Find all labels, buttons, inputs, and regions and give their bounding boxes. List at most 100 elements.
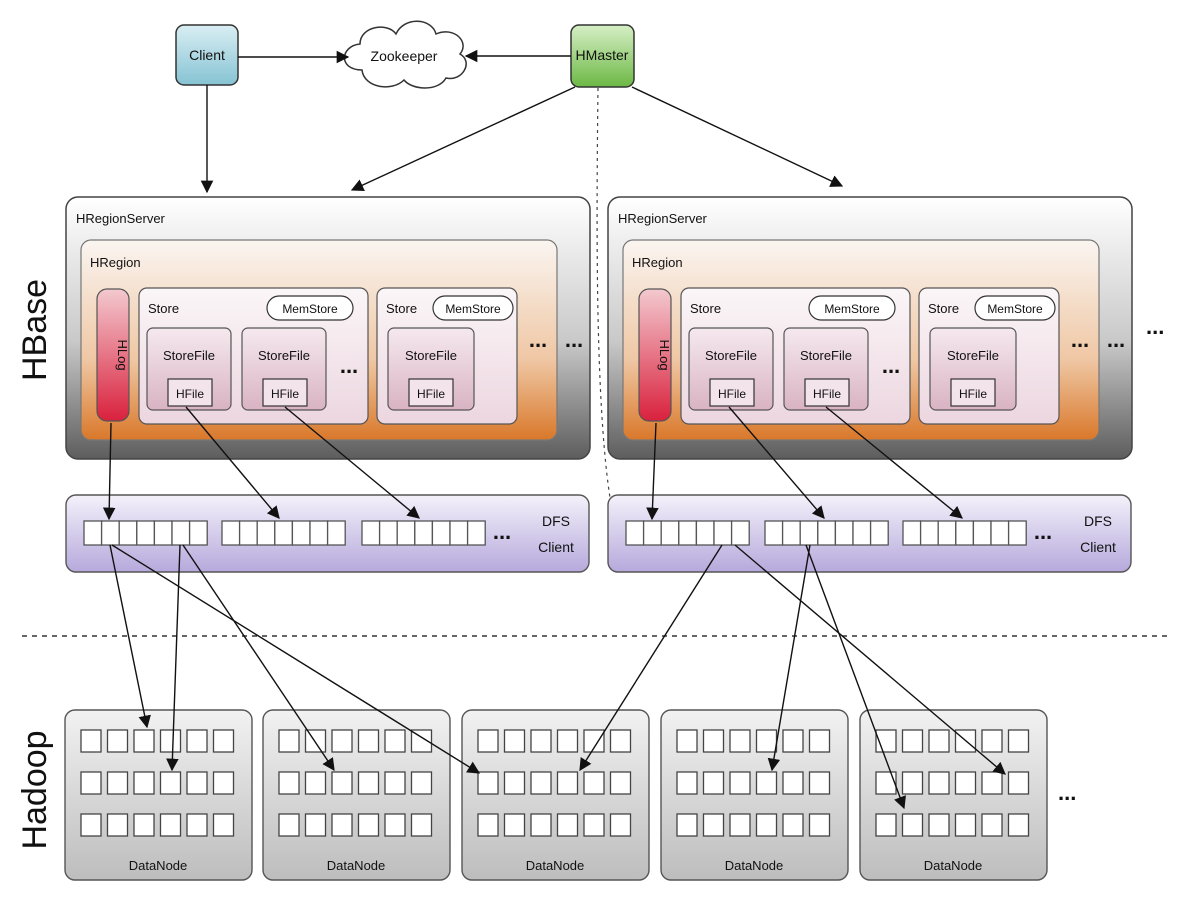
datanode-block [357,729,380,753]
datanode-3: DataNode [461,709,650,881]
datanode-block [212,813,235,837]
datanode-block [410,771,433,795]
block-group [902,520,1027,546]
datanode-block [133,771,155,795]
storefile-label: StoreFile [258,348,310,363]
arrow-dfs-datanode [579,544,723,772]
datanode-block [609,729,632,753]
datanode-block [556,729,579,753]
datanode-block [133,813,155,837]
hregionserver-label: HRegionServer [618,211,708,226]
datanode-block [676,771,698,795]
datanode-block [755,729,778,753]
datanode-block [384,813,406,837]
datanode-block [609,771,632,795]
datanode-block [503,771,526,795]
datanode-block [331,813,353,837]
datanode-block [477,813,499,837]
block [378,520,398,546]
storefile-label: StoreFile [163,348,215,363]
store-label: Store [148,301,179,316]
arrow-dfs-datanode [166,544,181,772]
arrow-dfs-datanode [182,544,335,772]
datanode-block [384,729,406,753]
datanode-block [729,729,751,753]
block [660,520,680,546]
datanode-block [729,771,751,795]
datanode-block [304,771,327,795]
block [764,520,784,546]
datanode-block [530,729,552,753]
hfile-label: HFile [271,387,299,401]
arrow-dfs-datanode [767,544,811,772]
block-group [764,520,889,546]
hregionserver-label: HRegionServer [76,211,166,226]
datanode-block [106,813,129,837]
datanode-block [901,771,924,795]
datanode-block [278,771,300,795]
block [238,520,258,546]
datanode-block [556,771,579,795]
datanode-4: DataNode [660,709,849,881]
dfs-label: DFS [542,513,570,529]
datanode-block [676,813,698,837]
datanode-block [808,813,831,837]
datanode-block [477,771,499,795]
datanode-block [80,771,102,795]
arrow-hmaster-regionserver-1 [350,86,576,191]
block [396,520,416,546]
datanode-block [609,813,632,837]
block [153,520,173,546]
block [431,520,451,546]
datanode-block [212,729,235,753]
datanode-block [954,771,977,795]
datanode-block [583,729,605,753]
storefile-ellipsis: ... [340,353,358,378]
datanode-block [954,813,977,837]
block [291,520,311,546]
hbase-label: HBase [16,279,54,381]
datanode-block [80,813,102,837]
hlog-label: HLog [657,339,672,370]
block [625,520,645,546]
block [990,520,1010,546]
hmaster-dfs-dashed-line [596,87,613,511]
datanode-block [186,771,208,795]
datanode-block [1007,813,1030,837]
block [136,520,156,546]
datanode-label: DataNode [129,858,188,873]
block [100,520,120,546]
block-group [221,520,346,546]
block [449,520,469,546]
datanode-label: DataNode [725,858,784,873]
datanode-block [278,729,300,753]
memstore-label: MemStore [282,302,338,316]
storefile-label: StoreFile [947,348,999,363]
block-ellipsis: ... [1034,519,1052,544]
datanode-block [875,813,897,837]
dfs-label: DFS [1084,513,1112,529]
datanode-block [901,813,924,837]
storefile-label: StoreFile [800,348,852,363]
datanode-block [331,771,353,795]
block [171,520,191,546]
client-node: Client [175,24,239,86]
block [834,520,854,546]
arrow-hfile-dfs [284,406,420,519]
datanode-block [808,771,831,795]
block [326,520,346,546]
storefile-label: StoreFile [705,348,757,363]
datanode-block [159,771,182,795]
datanode-block [477,729,499,753]
block [678,520,698,546]
block [730,520,750,546]
datanode-block [410,729,433,753]
block [799,520,819,546]
hlog-label: HLog [115,339,130,370]
memstore-label: MemStore [987,302,1043,316]
